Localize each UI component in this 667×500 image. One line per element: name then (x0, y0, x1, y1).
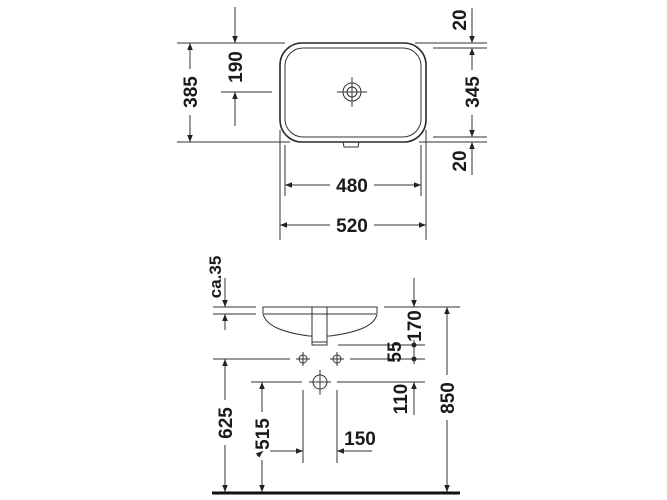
dim-drain-height: 515 (253, 418, 274, 450)
overflow-tab (342, 141, 360, 148)
waste-outlet-icon (309, 370, 331, 395)
top-view: 385 190 20 345 20 480 520 (177, 7, 487, 240)
dim-rim-height: ca.35 (206, 256, 225, 299)
dim-rim-top: 20 (450, 9, 471, 30)
dim-overall-depth: 385 (181, 76, 202, 108)
dim-drain-offset: 190 (226, 51, 247, 83)
dim-drain-drop: 110 (391, 384, 412, 415)
tap-hole-right-icon (330, 352, 344, 366)
dim-tap-height: 625 (216, 407, 237, 439)
basin-inner-outline (284, 47, 422, 138)
dim-outer-width: 520 (336, 216, 368, 237)
dim-total-height: 850 (438, 382, 459, 414)
basin-profile (262, 306, 378, 346)
dim-tap-spacing: 55 (385, 341, 406, 363)
side-view: ca.35 170 55 110 850 625 515 150 (206, 256, 460, 495)
drain-icon (337, 77, 367, 107)
tap-hole-left-icon (296, 352, 310, 366)
dim-basin-depth: 170 (405, 310, 426, 342)
dim-rim-bottom: 20 (450, 150, 471, 171)
dim-drain-spacing: 150 (344, 429, 376, 450)
dim-inner-width: 480 (336, 176, 368, 197)
dim-inner-depth: 345 (463, 76, 484, 108)
basin-outer-outline (279, 42, 427, 143)
